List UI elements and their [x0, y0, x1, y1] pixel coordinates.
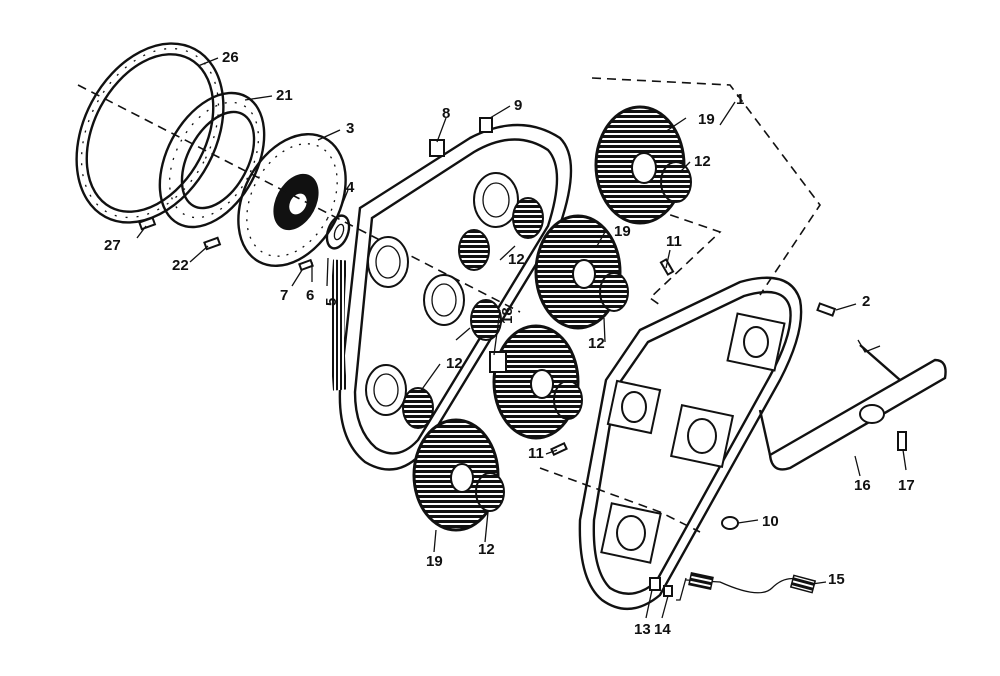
callout-5: 5 — [323, 298, 340, 306]
mounting-bracket — [758, 339, 947, 471]
callout-14: 14 — [654, 621, 671, 638]
gear-lower-middle — [489, 324, 583, 440]
callout-12-top: 12 — [694, 153, 711, 170]
callout-12-lower-left: 12 — [446, 355, 463, 372]
callout-19-top: 19 — [698, 111, 715, 128]
callout-22: 22 — [172, 257, 189, 274]
callout-2: 2 — [862, 293, 870, 310]
callout-27: 27 — [104, 237, 121, 254]
callout-19-bottom: 19 — [426, 553, 443, 570]
callout-11-upper: 11 — [666, 233, 682, 250]
bolt — [816, 302, 837, 317]
callout-15: 15 — [828, 571, 845, 588]
flange-plate — [158, 91, 266, 229]
flywheel-housing-ring — [75, 42, 225, 224]
washer — [325, 214, 351, 250]
clutch-disc — [237, 133, 347, 267]
callout-7: 7 — [280, 287, 288, 304]
center-axis-line — [77, 84, 521, 313]
callout-19-middle: 19 — [614, 223, 631, 240]
nut — [721, 516, 739, 530]
gear-top — [594, 105, 692, 225]
callout-6: 6 — [306, 287, 314, 304]
callout-9: 9 — [514, 97, 522, 114]
callout-1: 1 — [736, 91, 744, 108]
breather-hose — [676, 571, 817, 601]
gear-case-cover — [578, 276, 803, 611]
callout-3: 3 — [346, 120, 354, 137]
drain-plug — [649, 577, 661, 591]
callout-10: 10 — [762, 513, 779, 530]
callout-26: 26 — [222, 49, 239, 66]
assembly-outline-lower — [539, 467, 701, 533]
callout-17: 17 — [898, 477, 915, 494]
callout-12-bottom: 12 — [478, 541, 495, 558]
dowel-pin-lower — [550, 441, 568, 457]
callout-labels: 1 2 3 4 5 6 7 8 9 10 11 11 12 12 12 12 1… — [104, 49, 915, 638]
drain-washer — [663, 585, 673, 597]
callout-13: 13 — [634, 621, 651, 638]
callout-12-middle: 12 — [588, 335, 605, 352]
bracket-bolt — [897, 431, 907, 451]
dowel-pin-upper — [659, 258, 675, 276]
callout-8: 8 — [442, 105, 450, 122]
callout-16: 16 — [854, 477, 871, 494]
assembly-outline-mid — [648, 209, 722, 306]
callout-21: 21 — [276, 87, 293, 104]
assembly-outline-upper — [591, 77, 821, 296]
leader-lines — [136, 57, 907, 619]
small-bolts — [138, 216, 314, 272]
callout-18: 18 — [499, 307, 516, 324]
callout-12-upper-left: 12 — [508, 251, 525, 268]
gear-upper-middle — [534, 214, 629, 330]
gear-bottom — [412, 418, 505, 532]
callout-4: 4 — [346, 179, 355, 196]
callout-11-lower: 11 — [528, 445, 544, 462]
